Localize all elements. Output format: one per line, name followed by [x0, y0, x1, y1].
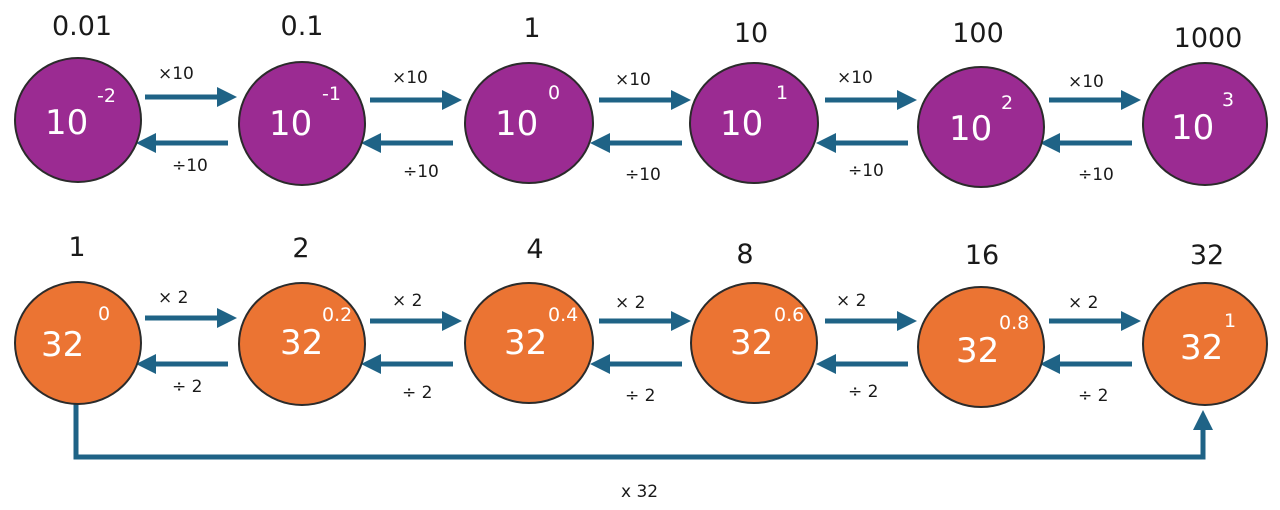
base-number: 32	[41, 325, 85, 365]
multiply-label: × 2	[615, 293, 646, 313]
value-label: 2	[292, 233, 310, 264]
power-of-ten-node: 10 3	[1142, 62, 1268, 186]
divide-label: ÷10	[403, 162, 439, 182]
base-number: 10	[45, 103, 89, 143]
multiply-label: ×10	[1068, 72, 1104, 92]
value-label: 8	[736, 239, 754, 270]
value-label: 1	[68, 232, 86, 263]
value-label: 10	[733, 18, 769, 49]
value-label: 0.01	[51, 11, 113, 42]
divide-label: ÷ 2	[172, 377, 203, 397]
power-of-32-node: 32 0.4	[464, 282, 594, 404]
power-of-ten-node: 10 1	[689, 62, 819, 184]
divide-label: ÷ 2	[625, 386, 656, 406]
power-of-32-node: 32 0.8	[917, 286, 1045, 408]
value-label: 1000	[1173, 23, 1243, 54]
base-number: 32	[280, 323, 324, 363]
multiply-label: ×10	[392, 68, 428, 88]
exponent: 2	[1001, 92, 1014, 114]
multiply-label: × 2	[158, 288, 189, 308]
power-of-ten-node: 10 -1	[238, 61, 366, 186]
base-number: 10	[1171, 108, 1215, 148]
multiply-label: × 2	[392, 291, 423, 311]
divide-label: ÷10	[625, 165, 661, 185]
value-label: 32	[1189, 240, 1225, 271]
base-number: 10	[949, 109, 993, 149]
exponent: -1	[322, 83, 341, 105]
power-of-ten-node: 10 -2	[14, 57, 142, 183]
exponent: 1	[1224, 310, 1237, 332]
divide-label: ÷ 2	[848, 382, 879, 402]
base-number: 10	[720, 104, 764, 144]
base-number: 32	[504, 323, 548, 363]
exponent: 0.8	[999, 312, 1030, 334]
exponent: -2	[97, 85, 116, 107]
exponent: 0.2	[322, 304, 353, 326]
power-of-ten-node: 10 2	[917, 66, 1045, 188]
power-of-ten-node: 10 0	[464, 62, 594, 184]
value-label: 4	[526, 234, 544, 265]
divide-label: ÷10	[1078, 165, 1114, 185]
exponent: 0.4	[548, 304, 579, 326]
base-number: 10	[269, 104, 313, 144]
power-of-32-node: 32 0.6	[690, 282, 818, 404]
loop-arrow	[73, 400, 1213, 460]
value-label: 16	[964, 240, 1000, 271]
base-number: 10	[495, 104, 539, 144]
divide-label: ÷10	[848, 161, 884, 181]
multiply-label: × 2	[1068, 293, 1099, 313]
divide-label: ÷ 2	[1078, 386, 1109, 406]
base-number: 32	[956, 331, 1000, 371]
exponent: 0.6	[774, 304, 805, 326]
multiply-label: ×10	[158, 64, 194, 84]
value-label: 1	[523, 13, 541, 44]
multiply-label: ×10	[837, 68, 873, 88]
loop-label: x 32	[621, 482, 659, 502]
divide-label: ÷ 2	[402, 383, 433, 403]
exponent: 1	[776, 82, 789, 104]
power-of-32-node: 32 0	[14, 281, 142, 405]
base-number: 32	[1180, 328, 1224, 368]
exponent: 3	[1222, 89, 1235, 111]
value-label: 0.1	[280, 11, 324, 42]
multiply-label: × 2	[836, 291, 867, 311]
multiply-label: ×10	[615, 70, 651, 90]
exponent: 0	[548, 82, 561, 104]
base-number: 32	[730, 323, 774, 363]
exponent: 0	[98, 303, 111, 325]
power-of-32-node: 32 0.2	[238, 282, 366, 406]
power-of-32-node: 32 1	[1142, 282, 1268, 406]
value-label: 100	[952, 18, 1004, 49]
divide-label: ÷10	[172, 156, 208, 176]
